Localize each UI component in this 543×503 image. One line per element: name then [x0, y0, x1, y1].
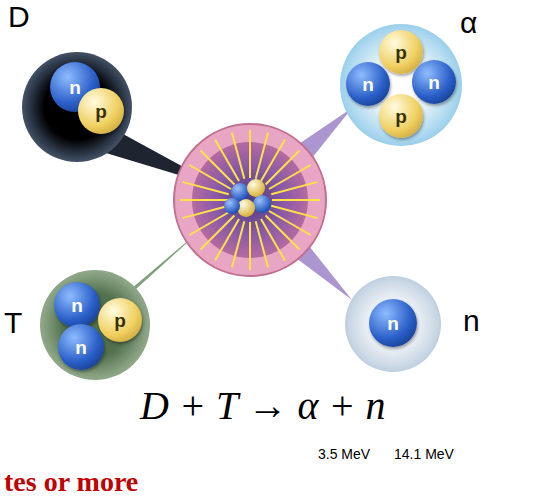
energy-label: 14.1 MeV	[394, 446, 454, 462]
ray	[261, 139, 285, 181]
ray	[215, 219, 239, 261]
ray	[272, 199, 320, 201]
ray	[256, 221, 268, 267]
nucleon-ball: p	[379, 94, 423, 138]
nucleon-letter: p	[114, 311, 126, 330]
energy-rays	[180, 130, 320, 270]
ray	[180, 199, 228, 201]
nucleon	[253, 195, 271, 213]
reaction-equation: D + T → α + n	[140, 382, 385, 429]
particle-bubble: npnT	[40, 270, 150, 380]
nucleon-ball: p	[78, 88, 124, 134]
nucleon-ball: n	[58, 324, 104, 370]
nucleon-letter: n	[69, 78, 81, 97]
particle-bubble: pnnpα	[340, 24, 462, 146]
particle-bubble: npD	[22, 52, 132, 162]
particle-symbol: T	[4, 308, 22, 338]
nucleon-letter: n	[71, 296, 83, 315]
ray	[266, 216, 300, 250]
ray	[201, 216, 235, 250]
nucleon-ball: n	[369, 299, 417, 347]
nucleon-letter: n	[75, 338, 87, 357]
ray	[269, 211, 311, 235]
ray	[232, 132, 244, 178]
nucleon-letter: p	[395, 107, 407, 126]
energy-label: 3.5 MeV	[318, 446, 370, 462]
ray	[189, 165, 231, 189]
nucleon	[224, 198, 240, 214]
particle-symbol: n	[463, 306, 480, 336]
nucleon-ball: n	[346, 62, 390, 106]
particle-bubble: nn	[345, 276, 441, 372]
nucleon-ball: n	[54, 282, 100, 328]
ray	[271, 182, 317, 194]
cut-off-note: tes or more	[4, 466, 138, 498]
ray	[249, 130, 251, 178]
nucleon-letter: p	[395, 43, 407, 62]
ray	[182, 206, 228, 218]
nucleon-letter: n	[387, 314, 399, 333]
nucleon-ball: n	[412, 60, 456, 104]
particle-symbol: D	[8, 2, 30, 32]
particle-symbol: α	[460, 8, 477, 38]
reaction-burst	[174, 124, 326, 276]
ray	[249, 222, 251, 270]
ray	[201, 151, 235, 185]
nucleon-letter: n	[362, 75, 374, 94]
nucleon-ball: p	[98, 298, 142, 342]
ray	[266, 151, 300, 185]
nucleon	[247, 179, 265, 197]
nucleon-letter: n	[428, 73, 440, 92]
nucleon-letter: p	[95, 102, 107, 121]
